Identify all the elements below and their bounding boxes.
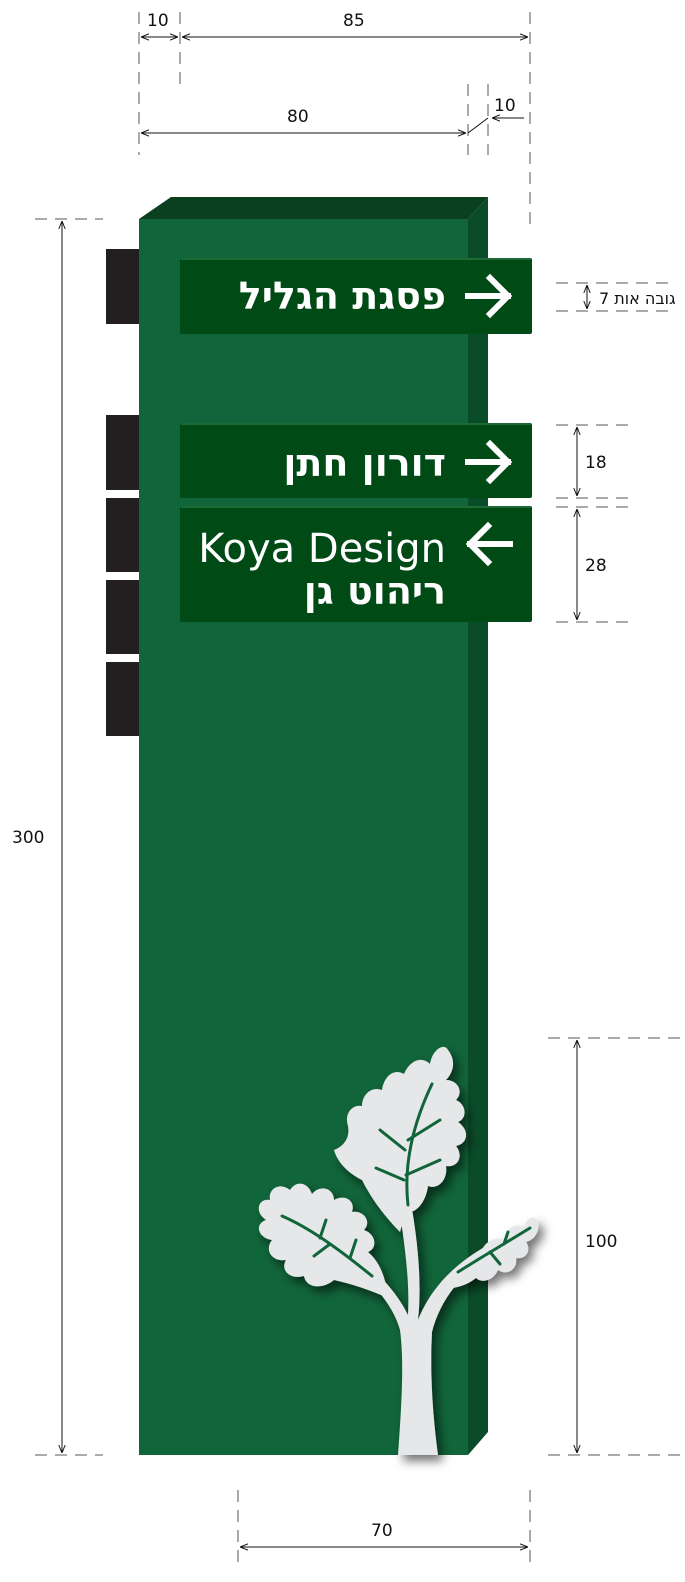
dim-base-width: 70 xyxy=(371,1521,393,1541)
dimension-labels: 10 85 80 10 גובה אות 7 18 28 300 100 70 xyxy=(12,11,676,1541)
dim-letter-height: גובה אות 7 xyxy=(599,289,676,308)
dimension-lines xyxy=(35,12,685,1570)
dim-tree-height: 100 xyxy=(585,1232,617,1252)
side-block xyxy=(106,580,139,654)
dim-sign-small: 18 xyxy=(585,453,607,473)
sign-3: Koya Design ריהוט גן xyxy=(180,506,532,622)
pylon-top xyxy=(139,197,488,219)
dimension-arrows xyxy=(62,37,587,1547)
tree-veins xyxy=(280,1082,532,1278)
sign-1-label: פסגת הגליל xyxy=(239,274,446,318)
dim-total-height: 300 xyxy=(12,828,44,848)
sign-2-label: דורון חתן xyxy=(283,441,446,485)
sign-3-line-1: Koya Design xyxy=(198,526,446,572)
sign-1: פסגת הגליל xyxy=(180,258,532,334)
arrow-right-icon xyxy=(465,439,513,485)
arrow-right-icon xyxy=(465,273,513,319)
side-block xyxy=(106,498,139,572)
dim-lower-width: 80 xyxy=(287,107,309,127)
arrow-left-icon xyxy=(465,521,513,567)
dim-side-depth: 10 xyxy=(494,96,516,116)
dim-top-span: 85 xyxy=(343,11,365,31)
sign-2: דורון חתן xyxy=(180,423,532,498)
side-blocks xyxy=(106,249,139,736)
side-block xyxy=(106,415,139,490)
dim-sign-large: 28 xyxy=(585,556,607,576)
sign-3-line-2: ריהוט גן xyxy=(304,569,446,613)
side-block xyxy=(106,249,139,324)
dim-top-gap: 10 xyxy=(147,11,169,31)
side-block xyxy=(106,662,139,736)
